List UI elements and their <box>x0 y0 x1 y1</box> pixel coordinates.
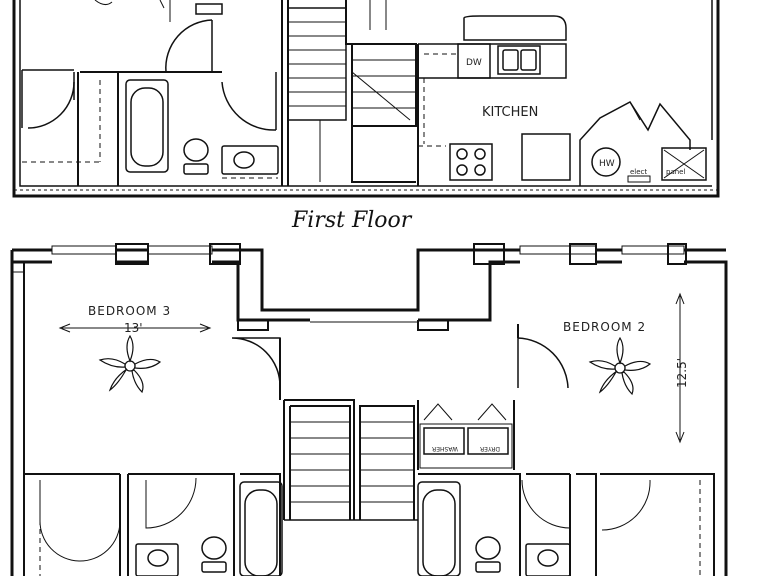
window <box>621 245 685 255</box>
refrigerator <box>521 133 571 181</box>
bathtub <box>125 79 169 173</box>
label-panel: panel <box>666 168 685 176</box>
water-heater <box>591 147 621 177</box>
toilet <box>183 138 209 162</box>
label-bedroom2: BEDROOM 2 <box>563 320 646 334</box>
caption-first-floor: First Floor <box>291 208 413 233</box>
bedroom3-door-swing <box>231 337 281 387</box>
dishwasher <box>457 43 491 79</box>
label-bedroom3-dimension: 13' <box>124 321 143 335</box>
entry-door-swing <box>165 19 213 73</box>
window <box>51 245 117 255</box>
second-floor-outer-wall <box>12 260 728 576</box>
bathtub <box>417 481 461 576</box>
label-dryer: DRYER <box>480 445 500 452</box>
second-floor-stair <box>283 399 355 520</box>
window <box>519 245 597 255</box>
bedroom2-door-swing <box>517 337 569 389</box>
label-water-heater: HW <box>599 159 615 169</box>
toilet <box>475 536 501 560</box>
ceiling-fan-bedroom3 <box>98 334 162 394</box>
kitchen-island <box>463 15 567 41</box>
electrical-panel <box>661 147 707 181</box>
window <box>147 245 213 255</box>
first-floor-outer-wall <box>12 0 720 198</box>
washer <box>423 427 465 455</box>
label-washer: WASHER <box>432 445 458 452</box>
dryer <box>467 427 509 455</box>
bathroom-sink <box>135 543 179 576</box>
bathroom-sink <box>221 145 279 175</box>
ceiling-fan-bedroom2 <box>588 336 652 396</box>
label-kitchen: KITCHEN <box>482 105 538 120</box>
cooktop <box>449 143 493 181</box>
bathroom-sink <box>525 543 571 576</box>
closet-door-swing <box>27 81 75 129</box>
second-floor-plan <box>10 243 728 576</box>
label-bedroom3: BEDROOM 3 <box>88 304 171 318</box>
kitchen-sink <box>497 45 541 75</box>
label-elect: elect <box>630 168 647 176</box>
label-bedroom2-dimension: 12.5' <box>675 358 689 388</box>
first-floor-plan <box>12 0 720 198</box>
bathtub <box>239 481 283 576</box>
label-dishwasher: DW <box>466 58 482 68</box>
toilet <box>201 536 227 560</box>
